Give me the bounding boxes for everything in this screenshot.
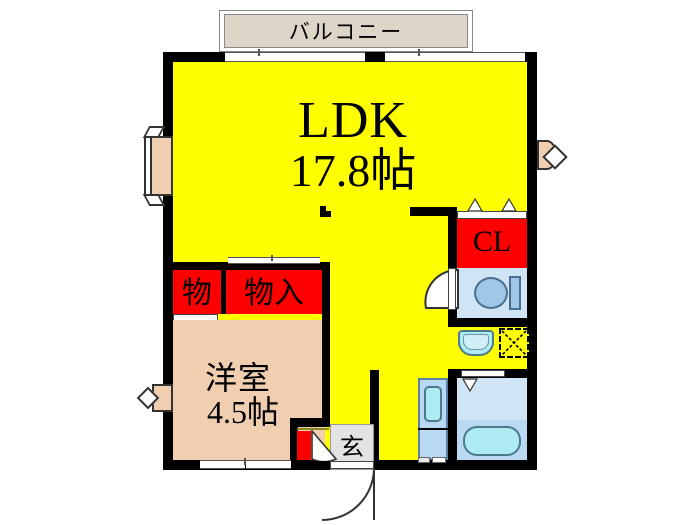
balcony-label: バルコニー — [288, 20, 404, 44]
western-room-bottom-window-a[interactable] — [200, 460, 245, 469]
shoe-cabinet-door-swing[interactable] — [310, 429, 338, 461]
kitchen-unit-base-left — [418, 457, 430, 463]
exterior-wall-left — [163, 52, 173, 470]
balcony-sliding-door-right-mullion — [418, 49, 420, 56]
entrance-door-swing[interactable] — [322, 468, 378, 524]
storage-small-area — [173, 270, 221, 314]
ldk-bay-window-frame — [144, 136, 152, 196]
toilet-wall-bottom — [448, 318, 527, 327]
western-room-bottom-window-mullion — [244, 458, 246, 465]
kitchen-unit-base-right — [432, 457, 446, 463]
bathroom-door-bar[interactable] — [461, 370, 505, 377]
toilet-tank-icon — [509, 276, 521, 310]
storage-divider-wall — [221, 262, 226, 314]
cl-closet-area — [457, 216, 527, 268]
western-room-size-label: 4.5帖 — [206, 394, 279, 430]
balcony-sliding-door-right[interactable] — [385, 52, 455, 62]
storage-wall-top — [173, 262, 330, 270]
balcony-area — [224, 14, 468, 48]
western-room-label: 洋室 — [204, 360, 271, 396]
balcony-sliding-door-left-mullion — [258, 49, 260, 56]
storage-large-area — [226, 270, 322, 314]
bath-wall-left — [448, 369, 457, 460]
entrance-door-panel[interactable] — [330, 461, 374, 469]
balcony-sliding-door-left-2[interactable] — [295, 52, 365, 62]
bathtub-icon — [463, 426, 521, 456]
exterior-wall-right — [527, 52, 537, 470]
cl-wall-top — [410, 207, 457, 216]
storage-wall-right — [322, 262, 330, 320]
western-room-bottom-window-b[interactable] — [246, 460, 291, 469]
shoe-cabinet — [297, 431, 311, 460]
balcony-outer-rail — [219, 10, 473, 52]
toilet-bowl-icon — [474, 277, 508, 309]
storage-large-sliding-door-a[interactable] — [228, 257, 273, 264]
structural-pillar-notch — [326, 206, 331, 211]
balcony-sliding-door-right-2[interactable] — [455, 52, 525, 62]
toilet-door-panel[interactable] — [448, 268, 456, 310]
kitchen-unit-divider — [418, 428, 448, 430]
storage-large-sliding-door-b[interactable] — [273, 257, 320, 264]
cl-closet-door-bar[interactable] — [457, 211, 527, 219]
western-room-wall-right-stub — [290, 418, 298, 460]
ldk-label: LDK — [298, 92, 408, 149]
kitchen-sink-basin — [424, 386, 442, 422]
western-room-wall-right — [322, 320, 330, 420]
ldk-size-label: 17.8帖 — [289, 145, 417, 196]
cl-closet-label: CL — [472, 225, 512, 258]
hallway-partition-wall — [370, 370, 379, 460]
washing-machine-space-x — [501, 330, 527, 356]
washbasin-inner — [463, 334, 489, 350]
western-room-wall-right-lower — [290, 418, 330, 427]
storage-small-label: 物 — [182, 277, 212, 310]
cl-door-triangles — [466, 198, 518, 212]
entrance-threshold-line — [297, 428, 329, 430]
entrance-label: 玄 — [340, 435, 364, 461]
storage-large-label: 物入 — [244, 277, 304, 310]
cl-wall-left — [448, 207, 457, 279]
storage-large-door-mullion — [271, 255, 273, 261]
bathroom-door-marker — [461, 378, 479, 392]
structural-pillar-icon — [320, 206, 331, 217]
balcony-sliding-door-left[interactable] — [225, 52, 295, 62]
